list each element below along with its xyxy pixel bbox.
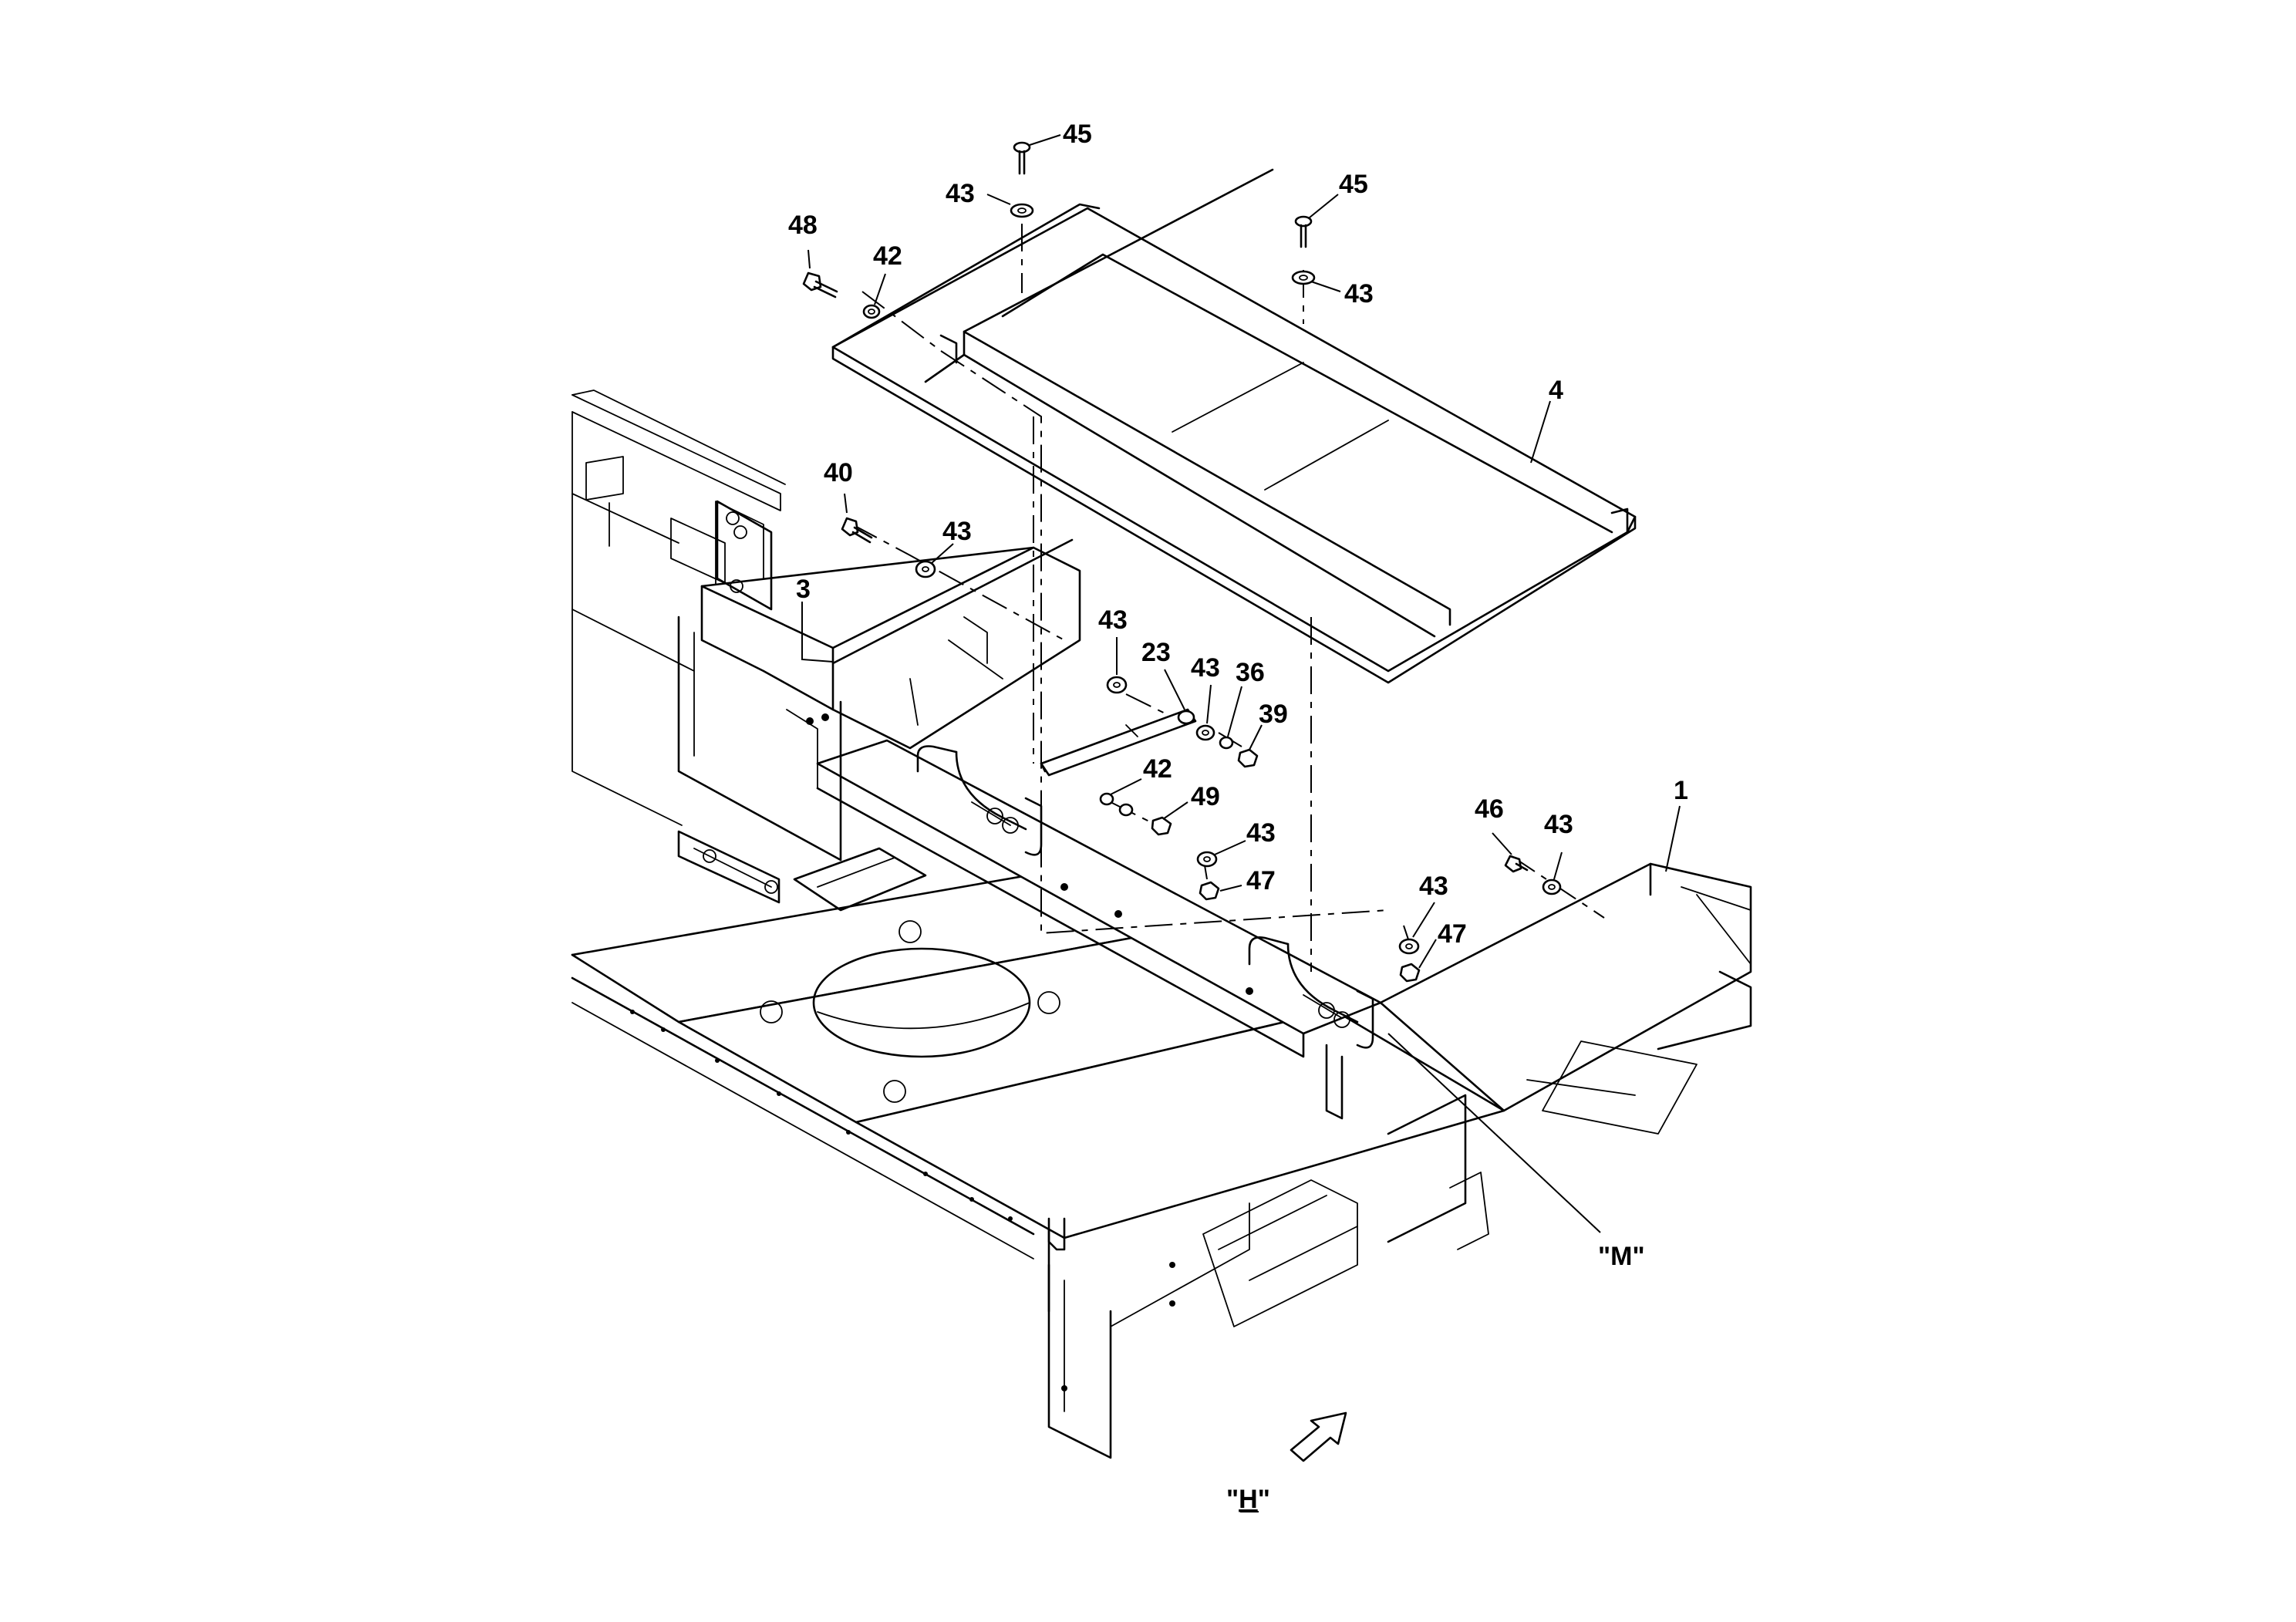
- lockwasher-42-b: [1099, 792, 1134, 817]
- washer-43-b: [1291, 270, 1316, 285]
- washer-43-a: [1010, 203, 1034, 218]
- washer-43-c: [915, 560, 936, 578]
- washer-43-g: [1542, 878, 1562, 895]
- callout-45: 45: [1339, 170, 1368, 199]
- screw-45-a: [1013, 141, 1031, 175]
- nut-39: [1237, 748, 1259, 768]
- bolt-46: [1504, 855, 1529, 873]
- washer-43-h: [1398, 938, 1420, 955]
- callout-43: 43: [1344, 279, 1374, 309]
- callout-43: 43: [1246, 818, 1276, 848]
- callout-43: 43: [1098, 605, 1128, 635]
- washer-43-e: [1195, 724, 1215, 741]
- base-frame: [571, 862, 1752, 1459]
- nut-47-b: [1399, 963, 1421, 983]
- view-labels: "M" "H": [1226, 1242, 1645, 1514]
- callout-42: 42: [1143, 754, 1172, 784]
- callout-39: 39: [1259, 700, 1288, 729]
- nut-47-a: [1199, 881, 1220, 901]
- callout-43: 43: [1544, 810, 1573, 839]
- bolt-40: [841, 517, 873, 544]
- lockwasher-42-a: [862, 304, 881, 319]
- view-h-label: "H": [1226, 1485, 1270, 1514]
- callout-43: 43: [1191, 653, 1220, 683]
- nut-49: [1151, 816, 1172, 836]
- callout-labels: 45 43 45 43 48 42 4 40 43 3 43 23 43 36 …: [788, 120, 1688, 949]
- callout-43: 43: [942, 517, 972, 546]
- callout-40: 40: [824, 458, 853, 487]
- rear-frame-assembly: [571, 389, 786, 826]
- callout-1: 1: [1674, 776, 1688, 805]
- channel-bracket-3: [677, 500, 1081, 862]
- callout-43: 43: [946, 179, 975, 208]
- screw-45-b: [1294, 215, 1313, 248]
- callout-42: 42: [873, 241, 902, 271]
- callout-3: 3: [796, 575, 811, 604]
- leader-lines: [801, 134, 1681, 1233]
- washer-43-f: [1196, 851, 1218, 868]
- cover-panel-4: [831, 168, 1637, 684]
- direction-arrow-icon: [1290, 1411, 1347, 1462]
- callout-43: 43: [1419, 872, 1448, 901]
- bolt-48: [802, 271, 838, 298]
- link-23: [1040, 708, 1197, 777]
- callout-45: 45: [1063, 120, 1092, 149]
- callout-46: 46: [1475, 794, 1504, 824]
- hardware-parts: [802, 141, 1562, 983]
- callout-48: 48: [788, 211, 818, 240]
- washer-43-d: [1106, 676, 1128, 694]
- callout-4: 4: [1549, 376, 1563, 405]
- callout-49: 49: [1191, 782, 1220, 811]
- callout-23: 23: [1141, 638, 1171, 667]
- washer-36: [1219, 736, 1234, 750]
- callout-47: 47: [1246, 866, 1276, 895]
- detail-m-label: "M": [1598, 1242, 1645, 1271]
- front-crossmember: [677, 739, 1382, 1120]
- callout-36: 36: [1236, 658, 1265, 687]
- callout-47: 47: [1438, 919, 1467, 949]
